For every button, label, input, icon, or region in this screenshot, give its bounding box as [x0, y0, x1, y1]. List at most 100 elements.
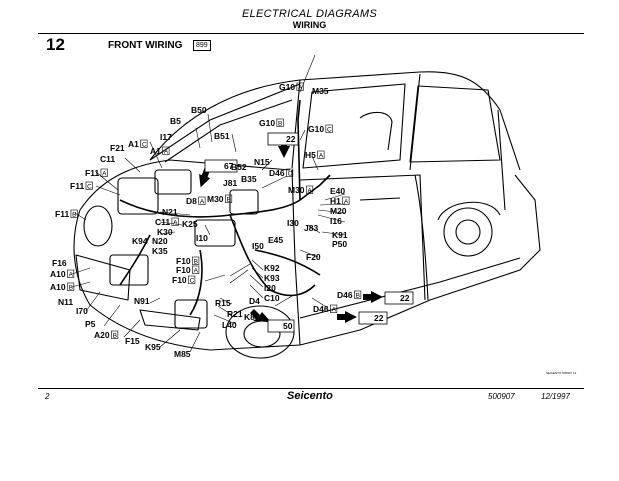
label-b50: B50 — [191, 105, 207, 115]
suffix-box-g10a — [296, 82, 304, 91]
suffix-letter-m30b: B — [227, 196, 231, 203]
section-title: FRONT WIRING — [108, 40, 183, 51]
label-n15: N15 — [254, 157, 270, 167]
ref-box-values: 22 67 22 22 50 — [224, 134, 410, 331]
label-g10-c: G10 — [308, 124, 324, 134]
label-d46-b: D46 — [337, 290, 353, 300]
ref-box-50 — [267, 319, 295, 333]
label-m20: M20 — [330, 206, 347, 216]
suffix-letter-f11c: C — [87, 183, 92, 190]
ref-box-67 — [204, 159, 238, 173]
label-k30: K30 — [157, 227, 173, 237]
label-b52: B52 — [231, 162, 247, 172]
suffix-box-h5a — [317, 150, 325, 159]
label-c11-a: C11 — [155, 217, 170, 227]
footer-divider — [38, 388, 584, 389]
label-b5: B5 — [170, 116, 181, 126]
suffix-letter-f10b: B — [194, 258, 198, 265]
label-e40: E40 — [330, 186, 345, 196]
label-a1-a: A1 — [150, 146, 161, 156]
suffix-letter-d46b: B — [356, 292, 360, 299]
suffix-letter-d46a: A — [332, 306, 337, 313]
label-i20: I20 — [264, 283, 276, 293]
label-m85: M85 — [174, 349, 191, 359]
suffix-letter-h1a: A — [344, 198, 349, 205]
label-f10-b: F10 — [176, 256, 191, 266]
ref-boxes — [204, 132, 414, 333]
suffix-box-g10b — [276, 118, 284, 127]
suffix-box-d8a — [198, 196, 206, 205]
suffix-letter-a10a: A — [69, 271, 74, 278]
component-labels: G10 M35 B50 B5 G10 G10 B51 I17 A1 F21 A1… — [50, 82, 353, 359]
suffix-box-m30b — [225, 194, 233, 203]
arrow-up-b52 — [199, 167, 211, 188]
arrow-right-d46b — [363, 291, 383, 303]
suffix-box-a10a — [67, 269, 75, 278]
label-d8-a: D8 — [186, 196, 197, 206]
suffix-box-m30a — [306, 185, 314, 194]
ref-box-22-top — [267, 132, 299, 146]
suffix-box-d46a — [330, 304, 338, 313]
footer-doc-code: 500907 — [488, 392, 515, 401]
suffix-letter-f10c: C — [190, 277, 195, 284]
label-i70: I70 — [76, 306, 88, 316]
suffix-letter-g10b: B — [278, 120, 282, 127]
suffix-letter-f11b: B — [72, 211, 76, 218]
label-k94: K94 — [132, 236, 148, 246]
suffix-letter-f10a: A — [194, 267, 199, 274]
suffix-box-d46c — [286, 168, 294, 177]
suffix-letter-d46c: C — [288, 170, 293, 177]
label-k25: K25 — [182, 219, 198, 229]
ref-50: 50 — [283, 321, 293, 331]
suffix-box-f11b — [70, 209, 78, 218]
label-i10: I10 — [196, 233, 208, 243]
label-f20: F20 — [306, 252, 321, 262]
label-f11-c: F11 — [70, 181, 84, 191]
label-k35: K35 — [152, 246, 168, 256]
ref-22-right-lower: 22 — [374, 313, 384, 323]
label-k93: K93 — [264, 273, 280, 283]
suffix-letter-a1c: C — [142, 141, 147, 148]
label-f10-a: F10 — [176, 265, 191, 275]
suffix-letter-d8a: A — [200, 198, 205, 205]
label-k92: K92 — [264, 263, 280, 273]
label-i30: I30 — [287, 218, 299, 228]
footer-page-number: 2 — [45, 392, 50, 401]
label-m35: M35 — [312, 86, 329, 96]
label-r15: R15 — [215, 298, 231, 308]
suffix-box-a1c — [140, 139, 148, 148]
label-i50: I50 — [252, 241, 264, 251]
label-g10-a: G10 — [279, 82, 295, 92]
label-j81: J81 — [223, 178, 237, 188]
ref-box-22-right-upper — [384, 291, 414, 305]
suffix-box-a20b — [111, 330, 119, 339]
label-h1-a: H1 — [330, 196, 341, 206]
label-l40: L40 — [222, 320, 237, 330]
wiring-harness — [119, 99, 331, 316]
label-f21: F21 — [110, 143, 125, 153]
car-body-outline — [73, 71, 541, 359]
suffix-letter-a10b: B — [69, 284, 73, 291]
suffix-box-f10a — [192, 265, 200, 274]
label-g10-b: G10 — [259, 118, 275, 128]
suffix-letter-a20b: B — [113, 332, 117, 339]
suffix-letter-a1a: A — [164, 148, 169, 155]
suffix-box-c11a — [171, 217, 179, 226]
label-n91: N91 — [134, 296, 150, 306]
ref-67: 67 — [224, 161, 234, 171]
header-divider — [38, 33, 584, 34]
label-d4: D4 — [249, 296, 260, 306]
label-e45: E45 — [268, 235, 283, 245]
label-d46-c: D46 — [269, 168, 285, 178]
suffix-letter-h5a: A — [319, 152, 324, 159]
section-number: 12 — [46, 35, 65, 54]
label-f16: F16 — [52, 258, 67, 268]
label-b35: B35 — [241, 174, 257, 184]
label-f15: F15 — [125, 336, 140, 346]
suffix-letter-g10c: C — [327, 126, 332, 133]
label-f10-c: F10 — [172, 275, 187, 285]
suffix-letter-g10a: A — [298, 84, 303, 91]
suffix-box-h1a — [342, 196, 350, 205]
arrow-right-d46a — [337, 311, 357, 323]
